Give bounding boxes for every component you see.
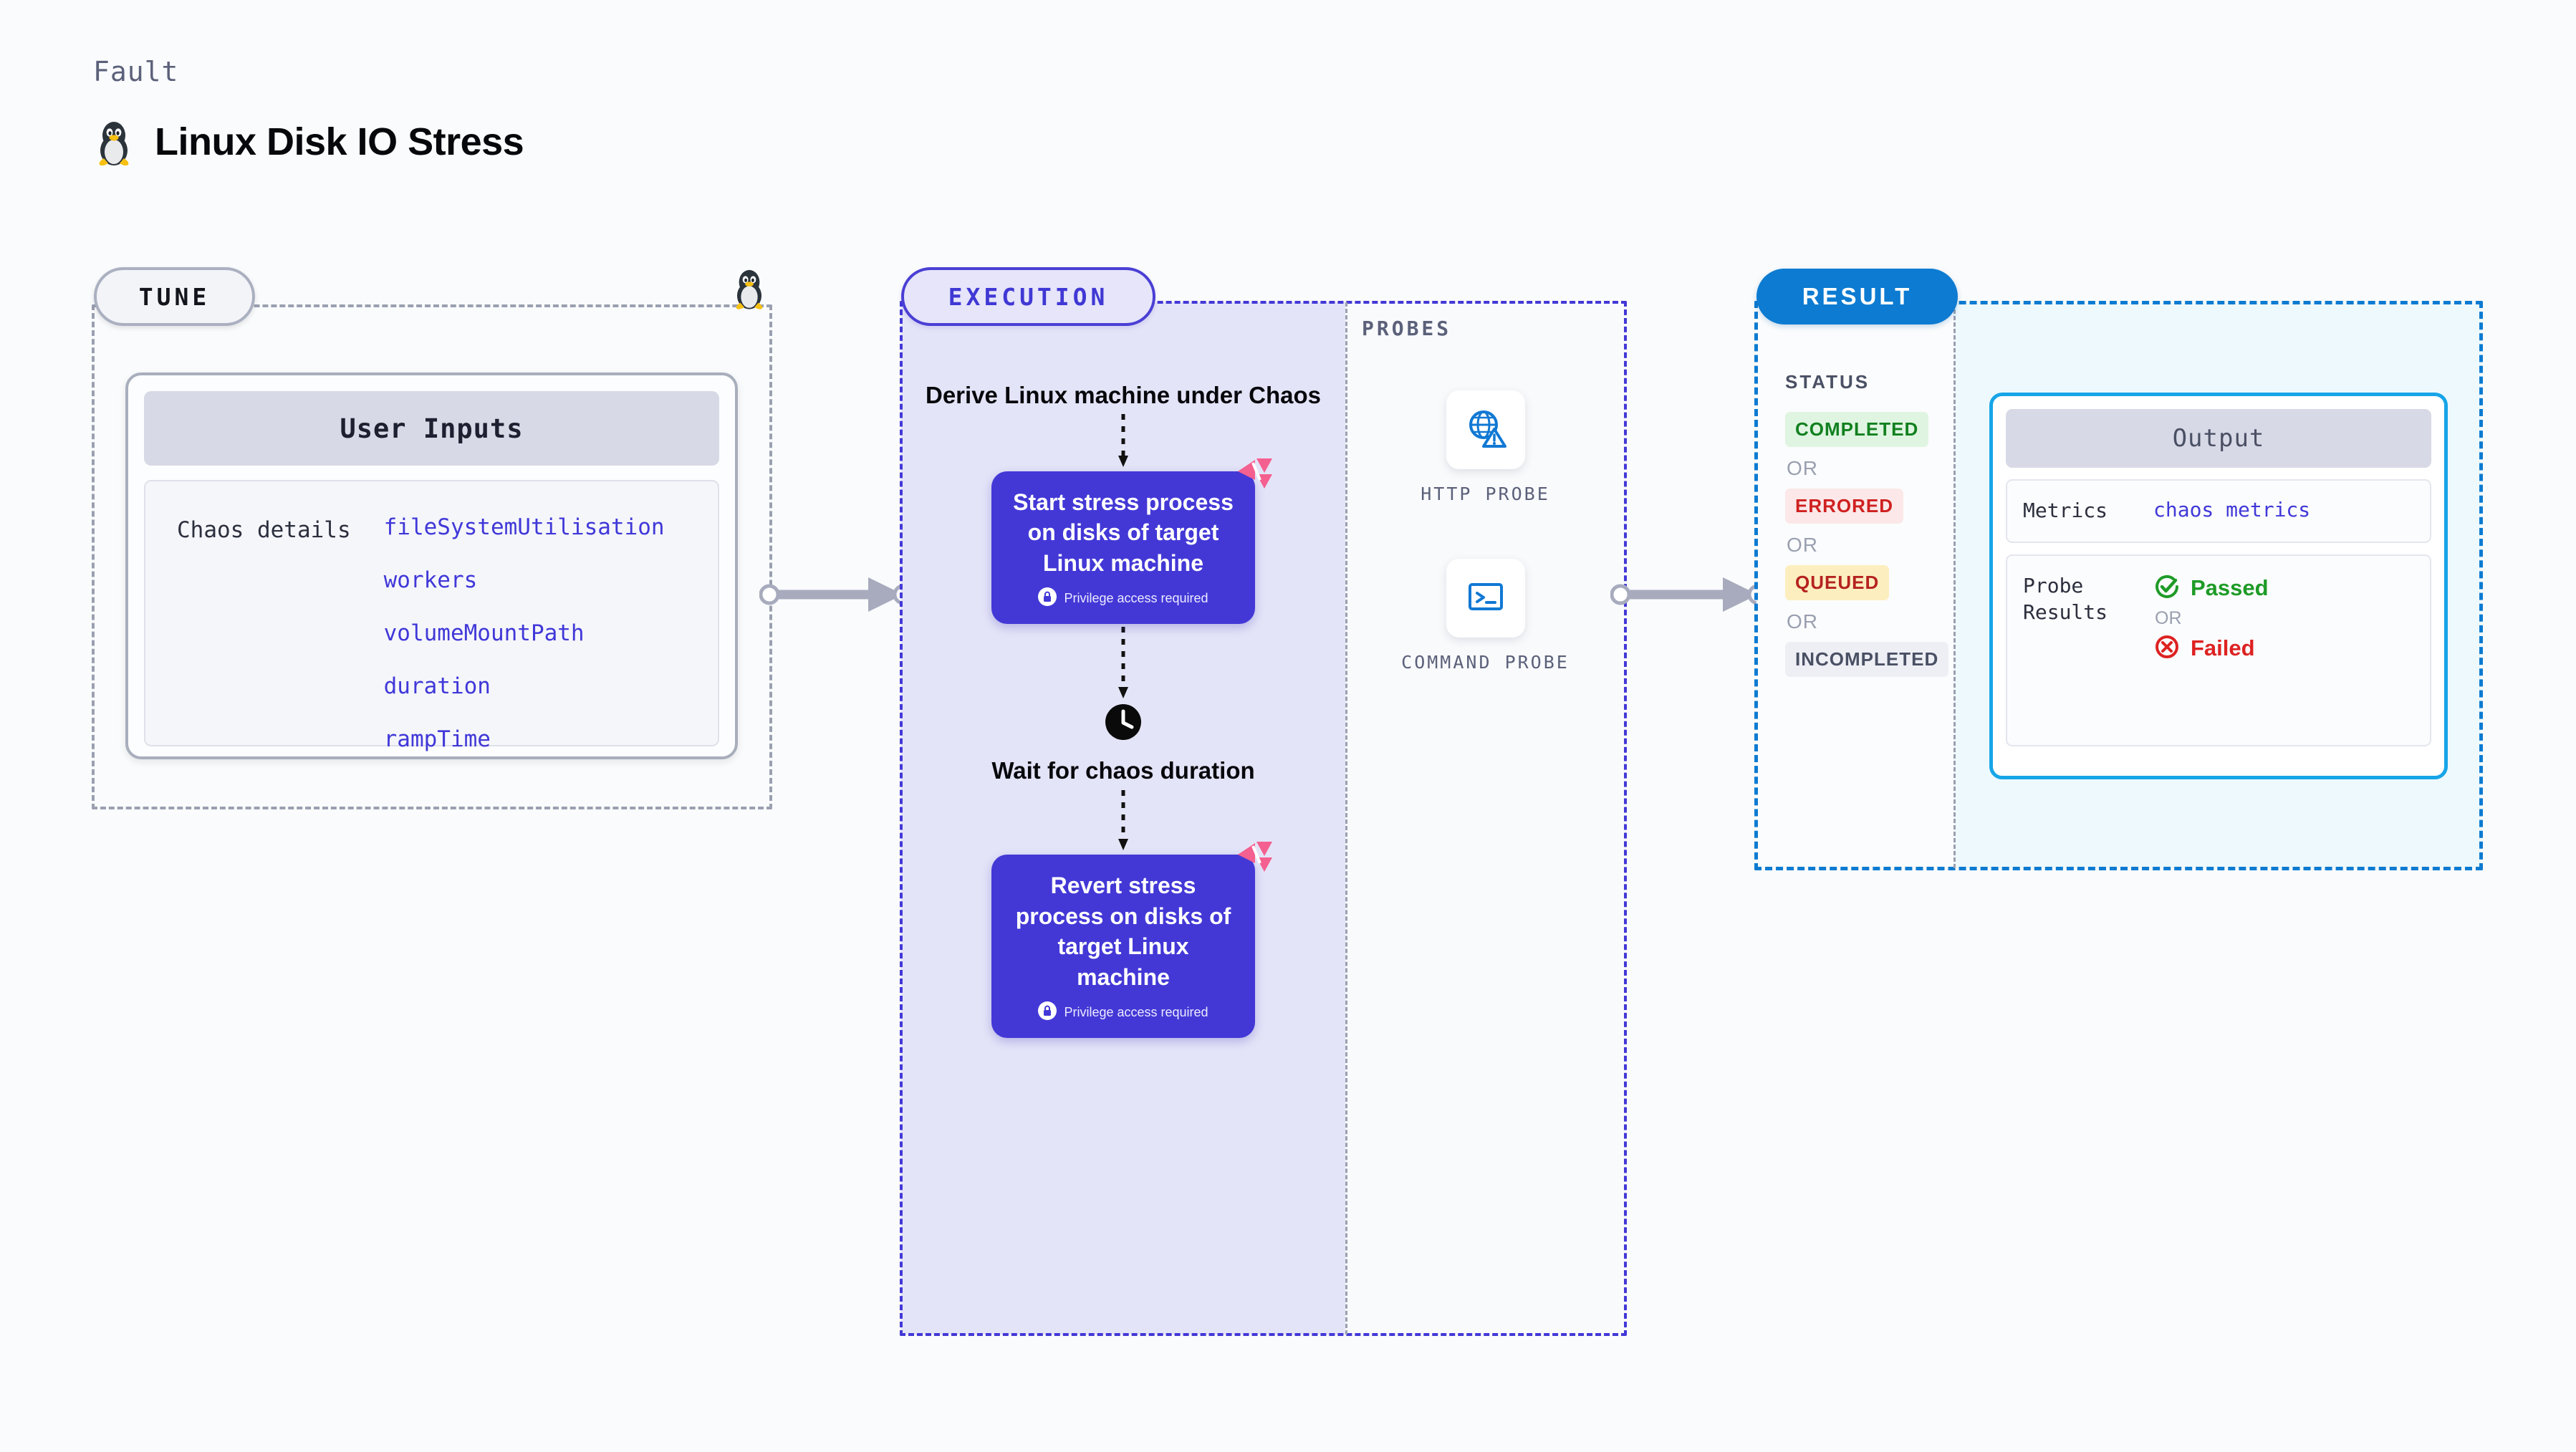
probe-http[interactable]: HTTP PROBE — [1345, 390, 1625, 506]
tune-region — [92, 304, 772, 809]
privilege-note: Privilege access required — [1009, 1001, 1238, 1024]
param-item[interactable]: volumeMountPath — [383, 620, 585, 646]
right-arrow-connector — [759, 577, 913, 612]
output-metrics-row: Metrics chaos metrics — [2006, 479, 2431, 543]
probe-failed-label: Failed — [2191, 635, 2255, 661]
chaos-flag-badge — [1234, 456, 1274, 496]
status-or-label: OR — [1787, 610, 1818, 633]
probe-or-label: OR — [2155, 607, 2182, 628]
flow-arrow-down-icon — [1118, 413, 1128, 467]
status-badge: COMPLETED — [1785, 412, 1929, 447]
probes-section-label: PROBES — [1362, 317, 1452, 340]
x-circle-icon — [2153, 633, 2181, 664]
status-badge: INCOMPLETED — [1785, 642, 1949, 677]
lock-icon — [1038, 587, 1057, 610]
output-probe-results-row: Probe Results Passed OR — [2006, 554, 2431, 746]
probe-command[interactable]: COMMAND PROBE — [1345, 559, 1625, 675]
result-pill[interactable]: RESULT — [1756, 269, 1958, 324]
privilege-note-label: Privilege access required — [1064, 590, 1208, 605]
status-badge: ERRORED — [1785, 489, 1904, 524]
globe-warning-icon — [1464, 406, 1508, 454]
result-inner-divider — [1953, 303, 1956, 868]
status-list: COMPLETED OR ERRORED OR QUEUED OR INCOMP… — [1785, 412, 1950, 677]
probe-result-failed: Failed — [2153, 633, 2269, 664]
tux-penguin-icon — [731, 266, 768, 313]
execution-region — [900, 301, 1627, 1336]
metrics-key: Metrics — [2023, 499, 2108, 522]
right-arrow-connector — [1610, 577, 1769, 612]
execution-probes-divider — [1345, 302, 1347, 1335]
check-circle-icon — [2153, 573, 2181, 604]
terminal-icon — [1465, 576, 1506, 621]
probe-icon-card[interactable] — [1446, 559, 1525, 638]
probe-results-key: Probe Results — [2023, 573, 2108, 624]
param-item[interactable]: workers — [383, 567, 478, 593]
tune-pill[interactable]: TUNE — [94, 267, 255, 326]
flow-node-revert-stress[interactable]: Revert stress process on disks of target… — [991, 842, 1272, 1038]
flow-node-label: Revert stress process on disks of target… — [1015, 872, 1231, 991]
probe-passed-label: Passed — [2191, 575, 2269, 601]
flow-arrow-down-icon — [1118, 626, 1128, 698]
flow-step-wait-label: Wait for chaos duration — [991, 756, 1255, 784]
probes-background — [1345, 302, 1625, 1335]
output-card: Output Metrics chaos metrics Probe Resul… — [1989, 393, 2448, 779]
chaos-flag-badge — [1234, 839, 1274, 880]
status-badge: QUEUED — [1785, 565, 1890, 600]
flow-step-derive: Derive Linux machine under Chaos — [926, 382, 1321, 408]
page-title-row: Linux Disk IO Stress — [93, 118, 524, 165]
user-inputs-card: User Inputs Chaos details fileSystemUtil… — [125, 372, 738, 759]
page-kicker: Fault — [93, 56, 179, 87]
chaos-details-label: Chaos details — [177, 517, 351, 543]
probe-label: HTTP PROBE — [1421, 484, 1550, 504]
execution-pill[interactable]: EXECUTION — [901, 267, 1155, 326]
probe-results-values: Passed OR Failed — [2153, 573, 2269, 664]
result-region — [1754, 301, 2483, 870]
flow-arrow-down-icon — [1118, 790, 1128, 851]
user-inputs-title: User Inputs — [144, 391, 719, 466]
clock-icon — [1104, 703, 1143, 745]
privilege-note: Privilege access required — [1009, 587, 1238, 610]
tux-penguin-icon — [93, 118, 135, 165]
privilege-note-label: Privilege access required — [1064, 1004, 1208, 1019]
flow-step-wait — [901, 703, 1345, 745]
param-item[interactable]: duration — [383, 673, 491, 699]
param-item[interactable]: fileSystemUtilisation — [383, 514, 665, 540]
param-item[interactable]: rampTime — [383, 726, 491, 752]
probe-icon-card[interactable] — [1446, 390, 1525, 469]
metrics-value[interactable]: chaos metrics — [2153, 498, 2311, 521]
status-or-label: OR — [1787, 457, 1818, 479]
lock-icon — [1038, 1001, 1057, 1024]
probe-label: COMMAND PROBE — [1401, 652, 1570, 673]
probe-result-passed: Passed — [2153, 573, 2269, 604]
status-section-label: STATUS — [1785, 371, 1870, 393]
status-or-label: OR — [1787, 534, 1818, 556]
flow-node-label: Start stress process on disks of target … — [1013, 489, 1234, 576]
chaos-details-params: fileSystemUtilisation workers volumeMoun… — [383, 514, 665, 752]
execution-flow: Derive Linux machine under Chaos Start s… — [901, 380, 1345, 1038]
chaos-details-row: Chaos details fileSystemUtilisation work… — [144, 480, 719, 752]
output-title: Output — [2006, 409, 2431, 468]
flow-node-start-stress[interactable]: Start stress process on disks of target … — [991, 458, 1272, 624]
page-title: Linux Disk IO Stress — [155, 120, 524, 163]
